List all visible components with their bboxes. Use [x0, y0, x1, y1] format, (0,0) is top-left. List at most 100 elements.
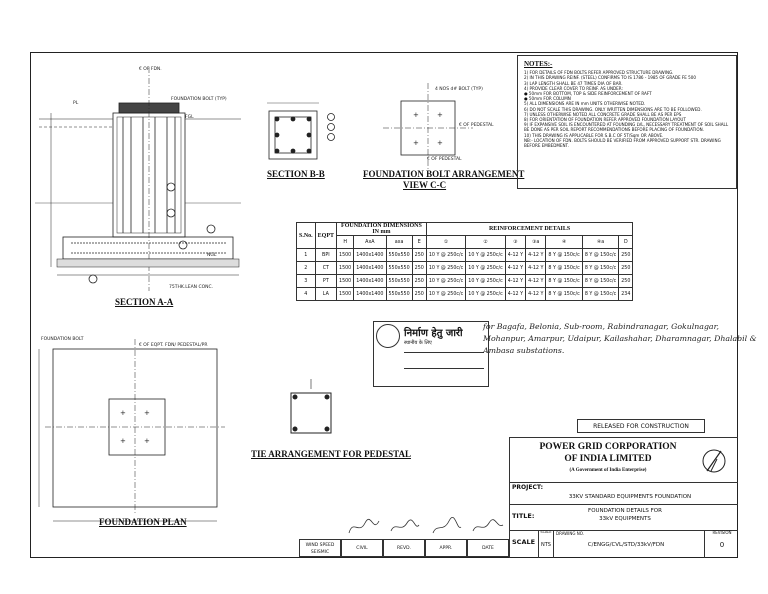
- cell: 4-12 Y: [525, 287, 547, 301]
- sub-e: E: [411, 235, 427, 249]
- sub-axa-big: AxA: [353, 235, 387, 249]
- cell: 1400x1400: [353, 274, 387, 288]
- section-aa-drawing: [35, 67, 241, 291]
- note-item: 10) THIS DRAWING IS APPLICABLE FOR S.B.C…: [524, 132, 664, 138]
- cell: 8 Y @ 150c/c: [545, 248, 583, 262]
- company-row: POWER GRID CORPORATION OF INDIA LIMITED …: [510, 438, 738, 483]
- section-aa-label: SECTION A-A: [115, 297, 174, 307]
- note-item: 4) PROVIDE CLEAR COVER TO REINF. AS UNDE…: [524, 85, 623, 91]
- cell: 1500: [336, 274, 355, 288]
- project-value: 33KV STANDARD EQUIPMENTS FOUNDATION: [568, 494, 692, 500]
- cell: 4-12 Y: [504, 274, 527, 288]
- cell: 1400x1400: [353, 261, 387, 275]
- sub-bar1: ①: [425, 235, 467, 249]
- bolt-arrangement-drawing: + + + +: [383, 83, 473, 171]
- title-row: TITLE: FOUNDATION DETAILS FOR 33kV EQUIP…: [510, 504, 738, 531]
- svg-text:+: +: [437, 111, 443, 119]
- title-line-2: 33kV EQUIPMENTS: [599, 516, 651, 522]
- cl-pedestal-label: € OF PEDESTAL: [459, 123, 494, 128]
- note-item: 2) IN THIS DRAWING REINF. (STEEL) CONFIR…: [524, 75, 696, 81]
- cell: 1400x1400: [353, 248, 387, 262]
- cell: 234: [618, 287, 634, 301]
- cell: 250: [618, 261, 634, 275]
- note-item: 9) IF EXPANSIVE SOIL IS ENCOUNTERED AT F…: [524, 122, 729, 133]
- cell: 4-12 Y: [504, 287, 527, 301]
- foundation-plan-drawing: + + + +: [38, 339, 225, 522]
- col-dims: FOUNDATION DIMENSIONS IN mm: [336, 222, 427, 236]
- bolt-typ-label: 4 NOS d# BOLT (TYP): [435, 87, 483, 92]
- revd-cell: REVD.: [383, 539, 425, 557]
- cell: 4-12 Y: [504, 261, 527, 275]
- svg-text:+: +: [144, 437, 150, 445]
- stamp-title: निर्माण हेतु जारी: [404, 328, 463, 339]
- reinforcement-table: S.No. EQPT FOUNDATION DIMENSIONS IN mm R…: [296, 222, 634, 301]
- handwritten-note: for Bagafa, Belonia, Sub-room, Rabindran…: [483, 322, 757, 355]
- col-sno: S.No.: [296, 222, 316, 249]
- cell: 10 Y @ 250c/c: [465, 261, 506, 275]
- sub-bar3a: ③a: [525, 235, 547, 249]
- sub-bar3: ③: [504, 235, 527, 249]
- tie-arrangement-drawing: [290, 379, 332, 434]
- cell: 10 Y @ 250c/c: [425, 248, 467, 262]
- company-name-2: OF INDIA LIMITED: [564, 454, 652, 464]
- revision-cell: REVISION 0: [704, 530, 739, 558]
- cell: 550x550: [385, 261, 413, 275]
- drawing-no-row: SCALE SCALE NTS DRAWING NO. C/ENGG/CVL/S…: [510, 530, 738, 558]
- col-reinf: REINFORCEMENT DETAILS: [425, 222, 634, 236]
- cell: 8 Y @ 150c/c: [545, 274, 583, 288]
- cell: 8 Y @ 150c/c: [581, 261, 620, 275]
- cell: 550x550: [385, 274, 413, 288]
- cell: 10 Y @ 250c/c: [425, 261, 467, 275]
- view-cc-label: VIEW C-C: [403, 180, 447, 190]
- stamp-divider: [404, 352, 484, 353]
- note-item: 8) FOR ORIENTATION OF FOUNDATION REFER A…: [524, 117, 686, 123]
- wind-speed-cell: WIND SPEED SEISMIC: [299, 539, 341, 557]
- stamp-line: स्थानीय के लिए: [404, 340, 432, 346]
- project-row: PROJECT: 33KV STANDARD EQUIPMENTS FOUNDA…: [510, 482, 738, 505]
- note-item: 5) ALL DIMENSIONS ARE IN mm UNITS OTHERW…: [524, 101, 646, 107]
- scale-sub-label: SCALE: [540, 530, 552, 534]
- cell: 1500: [336, 261, 355, 275]
- cell: 1500: [336, 248, 355, 262]
- sub-axa-small: axa: [385, 235, 413, 249]
- cell: 10 Y @ 250c/c: [465, 248, 506, 262]
- issued-for-construction-stamp: निर्माण हेतु जारी स्थानीय के लिए: [373, 321, 489, 387]
- note-item: ● 50mm FOR BOTTOM, TOP & SIDE REINFORCEM…: [524, 91, 652, 97]
- tie-arrangement-label: TIE ARRANGEMENT FOR PEDESTAL: [251, 449, 411, 459]
- svg-text:+: +: [413, 111, 419, 119]
- cell: 1400x1400: [353, 287, 387, 301]
- cl-fdn-label: € OF FDN.: [139, 67, 162, 72]
- cl-fdn-pedestal-label: € OF EQPT. FDN/ PEDESTAL/PR: [139, 343, 208, 348]
- engineering-drawing: + + + + + + + +: [35, 67, 726, 522]
- cell: 1: [296, 248, 316, 262]
- note-item: ● 50mm FOR COLUMN: [524, 96, 571, 102]
- svg-text:+: +: [144, 409, 150, 417]
- note-item: 1) FOR DETAILS OF FDN BOLTS REFER APPROV…: [524, 70, 674, 76]
- company-name-1: POWER GRID CORPORATION: [539, 442, 677, 452]
- col-eqpt: EQPT: [314, 222, 338, 249]
- svg-text:+: +: [120, 437, 126, 445]
- cell: 8 Y @ 150c/c: [545, 287, 583, 301]
- sub-bar4a: ④a: [581, 235, 620, 249]
- notes-box: NOTES:- 1) FOR DETAILS OF FDN BOLTS REFE…: [517, 55, 737, 189]
- cl-pedestal-label-2: € OF PEDESTAL: [427, 157, 462, 162]
- cell: 8 Y @ 150c/c: [581, 274, 620, 288]
- note-item: NB:- LOCATION OF FDN. BOLTS SHOULD BE VE…: [524, 137, 721, 149]
- cell: 250: [411, 287, 427, 301]
- civil-cell: CIVIL: [341, 539, 383, 557]
- logo-drawing: [702, 449, 726, 473]
- cell: 8 Y @ 150c/c: [545, 261, 583, 275]
- sub-h: H: [336, 235, 355, 249]
- note-item: 6) DO NOT SCALE THIS DRAWING. ONLY WRITT…: [524, 106, 702, 112]
- sub-bar2: ②: [465, 235, 506, 249]
- signature-strip: WIND SPEED SEISMIC CIVIL REVD. APPR. DAT…: [299, 515, 509, 557]
- cell: 10 Y @ 250c/c: [425, 287, 467, 301]
- appr-cell: APPR.: [425, 539, 467, 557]
- fgl-label: FGL: [185, 115, 194, 120]
- cell: 250: [411, 274, 427, 288]
- sub-bar4: ④: [545, 235, 583, 249]
- signature-scribbles: [348, 517, 504, 534]
